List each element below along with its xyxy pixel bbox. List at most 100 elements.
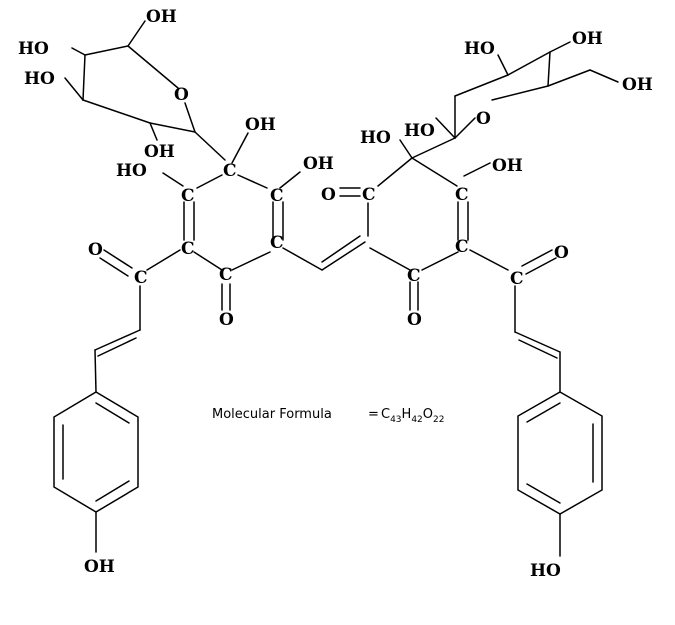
bond	[94, 329, 141, 351]
bond	[64, 77, 84, 101]
atom-label: C	[270, 186, 284, 206]
formula-c: C	[381, 407, 390, 422]
bond	[231, 251, 271, 271]
bond	[103, 249, 133, 269]
bond	[377, 157, 413, 187]
formula-o-count: 22	[433, 415, 444, 425]
bond	[95, 480, 130, 502]
bond	[196, 174, 223, 189]
bond	[127, 20, 146, 47]
atom-labels: OH HO HO O OH OH C OH HO C C C C C O O C…	[18, 7, 653, 581]
bond	[149, 122, 196, 133]
bond	[94, 349, 97, 393]
bond	[149, 122, 158, 141]
bond	[421, 251, 459, 271]
bond	[99, 257, 129, 277]
atom-label: O	[321, 185, 336, 205]
atom-label: C	[219, 265, 233, 285]
atom-label: O	[219, 310, 234, 330]
formula-o: O	[423, 407, 433, 422]
bond	[491, 85, 549, 101]
atom-label: C	[455, 185, 469, 205]
atom-label: O	[174, 85, 189, 105]
atom-label: C	[510, 269, 524, 289]
bond	[497, 54, 509, 76]
atom-label: HO	[116, 161, 147, 181]
bond	[321, 235, 361, 263]
bond	[321, 241, 366, 271]
bond	[282, 247, 323, 271]
formula-equals: =	[368, 407, 379, 422]
bond	[53, 391, 139, 513]
bond	[399, 139, 413, 159]
atom-label: C	[270, 233, 284, 253]
bond	[525, 257, 557, 275]
molecular-formula: Molecular Formula = C43H42O22	[212, 407, 444, 425]
bond	[231, 132, 249, 164]
atom-label: HO	[530, 561, 561, 581]
atom-label: HO	[404, 121, 435, 141]
atom-label: O	[407, 310, 422, 330]
bond	[547, 69, 591, 87]
atom-label: C	[362, 185, 376, 205]
bond	[127, 45, 179, 89]
atom-label: O	[554, 243, 569, 263]
bond	[193, 251, 223, 271]
bond	[279, 171, 301, 189]
bond	[463, 162, 491, 177]
bond	[411, 137, 456, 159]
atom-label: OH	[84, 557, 115, 577]
atom-label: HO	[464, 39, 495, 59]
bond	[82, 99, 151, 124]
bond	[454, 117, 476, 139]
atom-label: OH	[303, 154, 334, 174]
atom-label: C	[181, 186, 195, 206]
atom-label: C	[455, 237, 469, 257]
formula-h-count: 42	[411, 415, 422, 425]
bond	[589, 69, 619, 83]
bond	[469, 249, 509, 271]
bond	[95, 402, 130, 424]
formula-h: H	[402, 407, 412, 422]
bond	[518, 339, 558, 359]
atom-label: C	[181, 239, 195, 259]
atom-label: OH	[572, 29, 603, 49]
bond	[71, 47, 86, 56]
atom-label: C	[407, 266, 421, 286]
bond	[547, 51, 551, 87]
atom-label: OH	[245, 115, 276, 135]
bond	[435, 117, 456, 139]
bond	[194, 131, 226, 161]
atom-label: C	[223, 161, 237, 181]
bond	[184, 102, 196, 133]
atom-label: OH	[622, 75, 653, 95]
bond	[549, 41, 571, 53]
atom-label: HO	[360, 128, 391, 148]
bond	[526, 402, 561, 423]
atom-label: C	[134, 268, 148, 288]
formula-label: Molecular Formula	[212, 407, 332, 422]
bond	[97, 337, 137, 357]
bond	[369, 247, 411, 271]
bond	[454, 74, 509, 97]
formula-c-count: 43	[390, 415, 401, 425]
bond	[146, 249, 181, 271]
bond	[507, 51, 551, 76]
atom-label: O	[476, 109, 491, 129]
bond	[162, 172, 184, 187]
bond	[521, 249, 553, 267]
atom-label: OH	[492, 156, 523, 176]
bond	[517, 391, 603, 515]
bond	[514, 331, 561, 353]
bond	[84, 45, 129, 56]
atom-label: OH	[144, 142, 175, 162]
atom-label: O	[88, 240, 103, 260]
bond	[82, 54, 86, 101]
bond	[411, 157, 458, 187]
bond	[526, 483, 561, 504]
atom-label: OH	[146, 7, 177, 27]
atom-label: HO	[18, 39, 49, 59]
bond	[237, 174, 268, 189]
bond-lines	[53, 20, 619, 557]
